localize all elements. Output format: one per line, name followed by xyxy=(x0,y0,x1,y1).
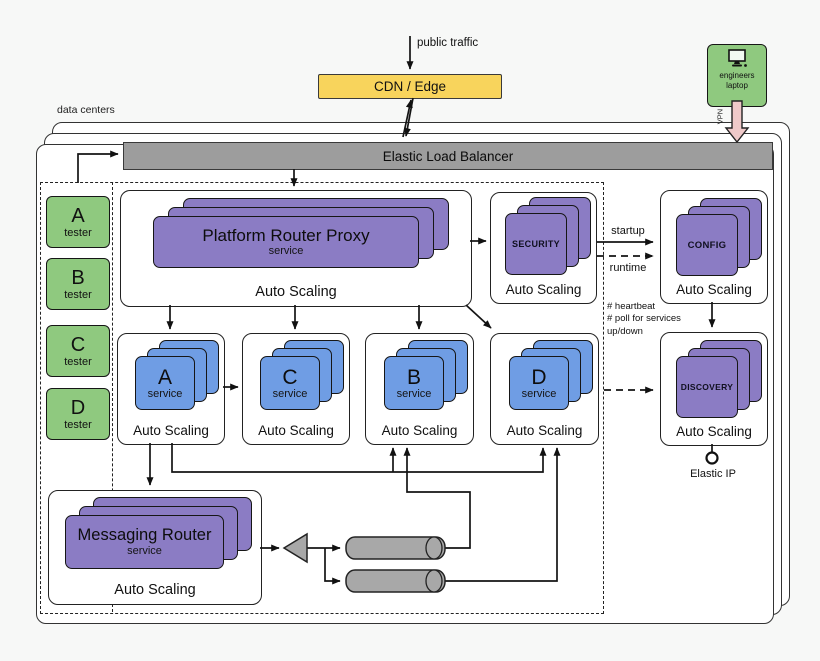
engineers-laptop-label: engineers laptop xyxy=(719,71,755,90)
heartbeat-line: up/down xyxy=(607,325,643,337)
service-subtitle: service xyxy=(396,387,432,400)
autoscaling-label: Auto Scaling xyxy=(505,282,582,297)
security-box: SECURITY xyxy=(505,213,567,275)
heartbeat-line: # heartbeat xyxy=(607,301,656,312)
heartbeat-line: # poll for services xyxy=(607,313,681,325)
vpn-label: VPN xyxy=(715,108,725,125)
autoscaling-label: Auto Scaling xyxy=(506,423,583,438)
elastic-load-balancer: Elastic Load Balancer xyxy=(123,142,773,170)
config-box: CONFIG xyxy=(676,214,738,276)
tester-role: tester xyxy=(64,418,92,431)
messaging-router-subtitle: service xyxy=(127,544,162,557)
router-proxy-subtitle: service xyxy=(268,244,304,257)
service-subtitle: service xyxy=(521,387,557,400)
router-proxy-title: Platform Router Proxy xyxy=(202,226,370,246)
tester-a-box: A tester xyxy=(46,196,110,248)
tester-letter: B xyxy=(71,266,85,289)
service-letter: C xyxy=(282,365,298,389)
security-title: SECURITY xyxy=(512,239,560,249)
autoscaling-label: Auto Scaling xyxy=(676,424,752,439)
discovery-title: DISCOVERY xyxy=(680,382,734,392)
autoscaling-label: Auto Scaling xyxy=(381,423,458,438)
service-c-box: C service xyxy=(260,356,320,410)
tester-role: tester xyxy=(64,226,92,239)
messaging-router-box: Messaging Router service xyxy=(65,515,224,569)
service-letter: D xyxy=(531,365,547,389)
tester-c-box: C tester xyxy=(46,325,110,377)
tester-column-divider xyxy=(112,182,113,612)
autoscaling-dashed-region xyxy=(40,182,604,614)
tester-letter: A xyxy=(71,204,85,227)
tester-b-box: B tester xyxy=(46,258,110,310)
cdn-edge-box: CDN / Edge xyxy=(318,74,502,99)
tester-d-box: D tester xyxy=(46,388,110,440)
laptop-icon xyxy=(728,49,747,67)
autoscaling-label: Auto Scaling xyxy=(258,423,334,438)
service-letter: B xyxy=(406,365,421,389)
service-d-box: D service xyxy=(509,356,569,410)
router-proxy-box: Platform Router Proxy service xyxy=(153,216,419,268)
service-b-box: B service xyxy=(384,356,444,410)
runtime-label: runtime xyxy=(609,262,647,274)
startup-label: startup xyxy=(611,225,645,237)
discovery-box: DISCOVERY xyxy=(676,356,738,418)
tester-role: tester xyxy=(64,288,92,301)
data-centers-label: data centers xyxy=(57,104,115,116)
heartbeat-note: # heartbeat # poll for services up/down xyxy=(607,301,681,338)
service-letter: A xyxy=(157,365,172,389)
autoscaling-label: Auto Scaling xyxy=(133,423,209,438)
autoscaling-label: Auto Scaling xyxy=(114,582,196,598)
service-subtitle: service xyxy=(147,387,183,400)
messaging-router-title: Messaging Router xyxy=(77,526,212,545)
autoscaling-label: Auto Scaling xyxy=(255,284,337,300)
config-title: CONFIG xyxy=(687,239,727,251)
tester-letter: D xyxy=(70,396,86,419)
service-subtitle: service xyxy=(272,387,308,400)
elastic-ip-label: Elastic IP xyxy=(690,468,736,480)
engineers-laptop-box: engineers laptop xyxy=(707,44,767,107)
tester-letter: C xyxy=(70,333,86,356)
public-traffic-label: public traffic xyxy=(417,37,479,49)
autoscaling-label: Auto Scaling xyxy=(676,282,752,297)
tester-role: tester xyxy=(64,355,92,368)
service-a-box: A service xyxy=(135,356,195,410)
